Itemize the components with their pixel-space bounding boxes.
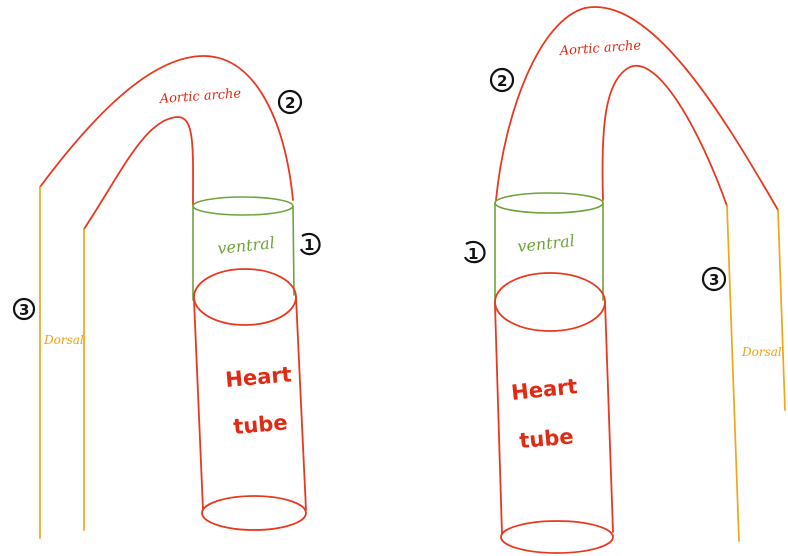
left-heart-tube-side-left	[193, 299, 204, 511]
left-arch-label: Aortic arche	[158, 86, 242, 107]
left-marker-dorsal: 3	[12, 297, 36, 321]
svg-text:1: 1	[468, 245, 478, 263]
right-panel: Aortic arche ventral Dorsal Heart tube 1…	[463, 6, 786, 554]
svg-text:2: 2	[497, 72, 507, 90]
right-heart-tube-top-ring	[494, 272, 606, 332]
right-ventral-top-ring	[494, 192, 604, 214]
right-dorsal-label: Dorsal	[741, 345, 782, 359]
left-heart-tube-bottom-ring	[201, 495, 307, 531]
right-dorsal-aorta-inner	[726, 205, 740, 542]
left-heart-tube-side-right	[295, 296, 307, 511]
left-ventral-label: ventral	[216, 233, 275, 258]
left-panel: Aortic arche ventral Dorsal Heart tube 1…	[12, 55, 321, 539]
right-arch-label: Aortic arche	[558, 38, 642, 59]
left-heart-label-line1: Heart	[224, 362, 292, 392]
left-heart-label-line2: tube	[232, 410, 288, 439]
left-marker-ventral: 1	[299, 232, 321, 256]
left-heart-tube-top-ring	[193, 268, 297, 326]
svg-text:3: 3	[19, 301, 29, 319]
right-dorsal-aorta-outer	[777, 209, 786, 411]
right-heart-tube-bottom-ring	[500, 520, 614, 554]
svg-text:2: 2	[285, 94, 295, 112]
right-marker-dorsal: 3	[701, 266, 727, 292]
right-heart-tube-side-right	[604, 301, 614, 533]
right-arch-inner-wall	[601, 64, 728, 207]
svg-text:1: 1	[304, 236, 314, 254]
right-marker-arch: 2	[489, 67, 515, 93]
right-heart-label-line2: tube	[518, 424, 574, 453]
right-ventral-label: ventral	[516, 231, 575, 256]
right-heart-tube-side-left	[494, 304, 503, 535]
right-marker-ventral: 1	[463, 240, 486, 264]
left-ventral-side-right	[292, 205, 295, 296]
left-ventral-top-ring	[192, 196, 294, 216]
left-arch-inner-wall	[83, 116, 194, 230]
left-marker-arch: 2	[277, 89, 303, 115]
right-heart-label-line1: Heart	[510, 374, 579, 405]
right-arch-outer-wall	[495, 6, 779, 211]
left-dorsal-label: Dorsal	[43, 333, 84, 347]
svg-text:3: 3	[709, 271, 719, 289]
left-arch-outer-wall	[39, 55, 294, 201]
